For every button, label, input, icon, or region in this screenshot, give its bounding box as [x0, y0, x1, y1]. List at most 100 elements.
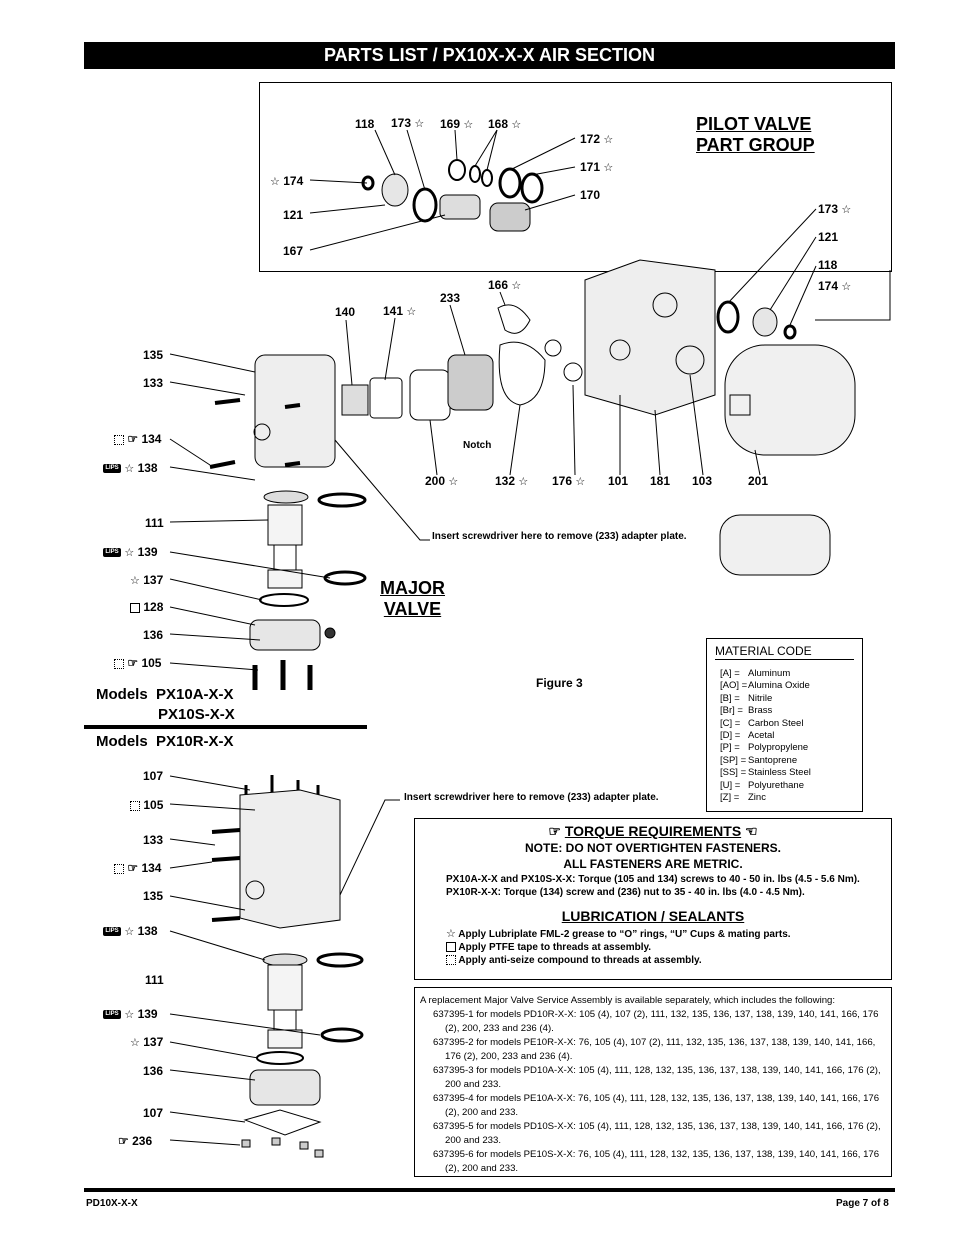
ptfe-tape-icon — [446, 942, 456, 953]
callout-170: 170 — [580, 188, 601, 202]
material-row: [D] = Acetal — [720, 730, 862, 742]
material-name: Polypropylene — [748, 742, 809, 754]
callout-138-lower: LIPS ☆ 138 — [103, 924, 158, 938]
callout-134-lower: ☞ 134 — [114, 861, 161, 875]
lips-icon: LIPS — [103, 927, 121, 937]
torque-note-2: ALL FASTENERS ARE METRIC. — [563, 857, 743, 871]
service-item: 637395-2 for models PE10R-X-X: 76, 105 (… — [433, 1037, 876, 1062]
material-name: Polyurethane — [748, 779, 804, 791]
callout-111-lower: 111 — [145, 973, 164, 987]
footer-rule — [84, 1188, 895, 1192]
callout-173-right: 173 ☆ — [818, 202, 852, 216]
service-item: 637395-6 for models PE10S-X-X: 76, 105 (… — [433, 1149, 880, 1174]
footer-page: Page 7 of 8 — [836, 1198, 889, 1209]
material-code: [AO] = — [720, 680, 748, 692]
lube-line-2: Apply PTFE tape to threads at assembly. — [446, 942, 891, 953]
star-icon: ☆ — [511, 119, 522, 131]
material-row: [C] = Carbon Steel — [720, 718, 862, 730]
lube-line-3: Apply anti-seize compound to threads at … — [446, 955, 891, 966]
footer-model: PD10X-X-X — [86, 1198, 138, 1209]
material-code: [C] = — [720, 717, 741, 729]
star-icon: ☆ — [270, 176, 280, 188]
callout-136: 136 — [143, 628, 164, 642]
material-name: Nitrile — [748, 692, 773, 704]
star-icon: ☆ — [446, 928, 456, 940]
material-row: [SS] =Stainless Steel — [720, 767, 862, 779]
callout-118-right: 118 — [818, 258, 838, 272]
service-assembly-box: A replacement Major Valve Service Assemb… — [414, 987, 892, 1177]
screwdriver-note-top: Insert screwdriver here to remove (233) … — [432, 531, 687, 542]
star-icon: ☆ — [518, 476, 529, 488]
callout-174: ☆ 174 — [270, 174, 304, 188]
callout-172: 172 ☆ — [580, 132, 614, 146]
service-list: 637395-1 for models PD10R-X-X: 105 (4), … — [433, 1008, 887, 1176]
callout-133-lower: 133 — [143, 833, 164, 847]
pointing-hand-icon: ☞ — [127, 656, 139, 670]
callout-101: 101 — [608, 474, 629, 488]
major-valve-title: MAJOR VALVE — [380, 578, 446, 619]
service-item: 637395-1 for models PD10R-X-X: 105 (4), … — [433, 1009, 879, 1034]
material-name: Acetal — [748, 730, 775, 742]
material-name: Zinc — [748, 792, 766, 804]
star-icon: ☆ — [124, 547, 135, 559]
material-code: [P] = — [720, 742, 740, 754]
material-code: [SP] = — [720, 754, 747, 766]
material-code: [Z] = — [720, 792, 740, 804]
star-icon: ☆ — [124, 1009, 135, 1021]
material-code: [U] = — [720, 779, 741, 791]
models-a-s: Models PX10A-X-X PX10S-X-X — [96, 686, 235, 723]
material-row: [Z] = Zinc — [720, 792, 862, 804]
callout-166: 166 ☆ — [488, 278, 522, 292]
callout-171: 171 ☆ — [580, 160, 614, 174]
callout-132: 132 ☆ — [495, 474, 529, 488]
callout-138: LIPS ☆ 138 — [103, 461, 158, 475]
callout-140: 140 — [335, 305, 356, 319]
material-name: Santoprene — [748, 754, 798, 766]
callout-173: 173 ☆ — [391, 116, 425, 130]
page-title: PARTS LIST / PX10X-X-X AIR SECTION — [84, 42, 895, 69]
callout-200: 200 ☆ — [425, 474, 459, 488]
pointing-hand-icon: ☞ — [127, 432, 139, 446]
ptfe-tape-icon — [130, 602, 140, 613]
notch-label: Notch — [463, 440, 492, 451]
service-item: 637395-5 for models PD10S-X-X: 105 (4), … — [433, 1121, 881, 1146]
torque-line-2: PX10R-X-X: Torque (134) screw and (236) … — [446, 887, 805, 898]
anti-seize-icon — [114, 658, 124, 669]
star-icon: ☆ — [841, 204, 852, 216]
pilot-group-title: PILOT VALVE PART GROUP — [696, 114, 815, 155]
lips-icon: LIPS — [103, 548, 121, 558]
callout-135: 135 — [143, 348, 164, 362]
material-code: [A] = — [720, 668, 740, 679]
pointing-hand-icon: ☞ — [548, 823, 561, 839]
material-code-title: MATERIAL CODE — [715, 644, 854, 660]
star-icon: ☆ — [603, 134, 614, 146]
lips-icon: LIPS — [103, 464, 121, 474]
material-code: [Br] = — [720, 705, 743, 717]
material-row: [B] =Nitrile — [720, 693, 862, 705]
star-icon: ☆ — [414, 118, 425, 130]
material-row: [AO] =Alumina Oxide — [720, 680, 862, 692]
service-intro: A replacement Major Valve Service Assemb… — [420, 995, 836, 1006]
callout-135-lower: 135 — [143, 889, 164, 903]
material-name: Carbon Steel — [748, 717, 804, 729]
torque-note-1: NOTE: DO NOT OVERTIGHTEN FASTENERS. — [524, 841, 781, 855]
material-code: [SS] = — [720, 767, 747, 779]
callout-139: LIPS ☆ 139 — [103, 545, 158, 559]
torque-lube-box: ☞ TORQUE REQUIREMENTS ☜ NOTE: DO NOT OVE… — [414, 818, 892, 980]
material-code: [D] = — [720, 730, 741, 742]
callout-134: ☞ 134 — [114, 432, 161, 446]
torque-line-1: PX10A-X-X and PX10S-X-X: Torque (105 and… — [446, 874, 860, 885]
material-name: Stainless Steel — [748, 767, 811, 779]
callout-201: 201 — [748, 474, 769, 488]
callout-168: 168 ☆ — [488, 117, 522, 131]
screwdriver-note-bottom: Insert screwdriver here to remove (233) … — [404, 792, 659, 803]
star-icon: ☆ — [575, 476, 586, 488]
pilot-valve-box — [259, 82, 892, 272]
star-icon: ☆ — [448, 476, 459, 488]
material-row: [P] = Polypropylene — [720, 742, 862, 754]
callout-118: 118 — [355, 117, 375, 131]
lips-icon: LIPS — [103, 1010, 121, 1020]
material-row: [A] =Aluminum — [720, 668, 862, 680]
models-r: Models PX10R-X-X — [96, 733, 234, 750]
callout-137: ☆ 137 — [130, 573, 164, 587]
